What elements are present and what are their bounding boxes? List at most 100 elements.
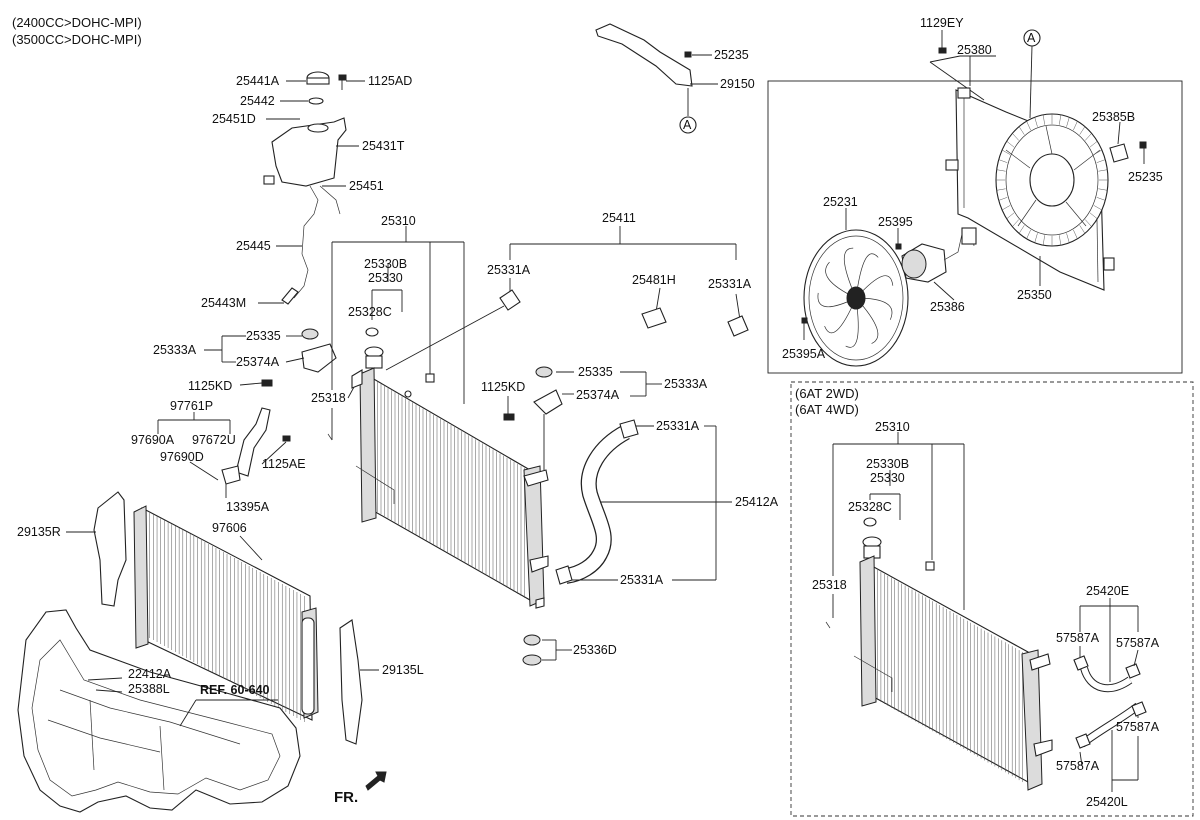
clamp-57587a-2	[1125, 663, 1141, 679]
label-25310-main: 25310	[381, 214, 416, 228]
6at-variant-box: (6AT 2WD) (6AT 4WD) 25310 25330B 25330 2…	[790, 381, 1194, 817]
lower-insulator-top	[523, 634, 541, 646]
label-97690A: 97690A	[131, 433, 175, 447]
label-25481H: 25481H	[632, 273, 676, 287]
lower-insulator-bottom	[522, 654, 542, 666]
condenser-bracket-foot	[221, 465, 241, 485]
box-radiator-fins	[877, 569, 1023, 783]
bolt-25235-top	[684, 51, 692, 58]
shroud-tooth	[1026, 121, 1031, 131]
hose-clamp-upper-right	[727, 315, 749, 337]
bolt-1125kd-left	[261, 379, 273, 387]
lower-hose-group: 25331A 25412A 25331A 25336D	[522, 419, 779, 666]
bracket-29150-drawing	[595, 23, 693, 87]
hose-clamp-upper-left	[499, 289, 521, 311]
fan-motor-face	[901, 249, 927, 279]
shroud-tooth	[1085, 133, 1092, 141]
shroud-tooth	[1059, 114, 1062, 125]
label-1129EY: 1129EY	[920, 16, 964, 30]
shroud-tooth	[1098, 169, 1108, 172]
label-25420L: 25420L	[1086, 795, 1128, 809]
left-mount-group: 25335 25333A 25374A 1125KD	[153, 328, 337, 393]
label-25318-box: 25318	[812, 578, 847, 592]
condenser-bracket-drawing	[235, 407, 271, 477]
label-25374A-left: 25374A	[236, 355, 280, 369]
shroud-tooth	[1073, 229, 1078, 239]
shroud-tooth	[1018, 126, 1025, 135]
shroud-tooth	[1026, 229, 1031, 239]
label-25235-top: 25235	[714, 48, 749, 62]
label-1125KD-left: 1125KD	[188, 379, 232, 393]
condenser-group: 97761P 97690A 97672U 97690D 1125AE 13395…	[17, 399, 424, 745]
shroud-tooth	[996, 188, 1006, 191]
label-25231: 25231	[823, 195, 858, 209]
shroud-tooth	[998, 159, 1008, 163]
reservoir-cap-body	[306, 77, 330, 85]
fan-connector-25385b	[1109, 143, 1129, 163]
bolt-1125ae	[282, 435, 291, 442]
air-guard-left	[339, 619, 363, 745]
label-25331A-lower-bottom: 25331A	[620, 573, 664, 587]
label-97606: 97606	[212, 521, 247, 535]
shroud-tooth	[1093, 205, 1103, 211]
box-radiator-left-tank	[859, 555, 877, 707]
label-29150: 29150	[720, 77, 755, 91]
label-25335-left: 25335	[246, 329, 281, 343]
label-25443M: 25443M	[201, 296, 246, 310]
transmission-variant-line-2: (6AT 4WD)	[795, 402, 859, 417]
shroud-tooth	[1079, 225, 1086, 234]
air-guard-right	[93, 491, 127, 607]
clamp-57587a-1	[1073, 655, 1089, 671]
label-25318-main: 25318	[311, 391, 346, 405]
label-22412A: 22412A	[128, 667, 172, 681]
shroud-tooth	[1006, 141, 1015, 148]
label-29135L: 29135L	[382, 663, 424, 677]
front-end-carrier: 22412A 25388L REF. 60-640	[17, 609, 301, 813]
shroud-tooth	[1079, 126, 1086, 135]
label-25442: 25442	[240, 94, 275, 108]
label-97690D: 97690D	[160, 450, 204, 464]
label-25310-box: 25310	[875, 420, 910, 434]
label-25451D: 25451D	[212, 112, 256, 126]
label-29135R: 29135R	[17, 525, 61, 539]
transmission-variant-line-1: (6AT 2WD)	[795, 386, 859, 401]
label-25331A-upper-left: 25331A	[487, 263, 531, 277]
fan-assembly-box: 1129EY 25380 A 25385B 25235 25231	[767, 16, 1183, 374]
engine-variant-line-2: (3500CC>DOHC-MPI)	[12, 32, 142, 47]
shroud-tooth	[1089, 212, 1098, 219]
label-97761P: 97761P	[170, 399, 213, 413]
front-direction-indicator: FR.	[334, 771, 387, 806]
label-97672U: 97672U	[192, 433, 236, 447]
cap-seal-drawing	[308, 97, 324, 105]
label-25330-box: 25330	[870, 471, 905, 485]
shroud-tooth	[1001, 205, 1011, 211]
shroud-tooth	[1034, 233, 1038, 243]
label-57587A-2: 57587A	[1116, 636, 1160, 650]
label-25330-main: 25330	[368, 271, 403, 285]
shroud-tooth	[1096, 197, 1106, 201]
shroud-tooth	[998, 197, 1008, 201]
radiator-left-tank	[359, 367, 377, 523]
shroud-motor-mount	[1029, 153, 1075, 207]
label-57587A-3: 57587A	[1116, 720, 1160, 734]
label-25333A-left: 25333A	[153, 343, 197, 357]
hose-clamp-lower-top	[619, 419, 639, 439]
engine-variant-line-1: (2400CC>DOHC-MPI)	[12, 15, 142, 30]
label-25350: 25350	[1017, 288, 1052, 302]
shroud-tooth	[1096, 159, 1106, 163]
top-bracket-group: A 25235 29150	[595, 23, 755, 134]
shroud-tooth	[1066, 117, 1070, 127]
shroud-tooth	[1042, 114, 1045, 125]
bolt-1125ad-head	[338, 74, 347, 81]
ref-label: REF. 60-640	[200, 683, 270, 697]
box-radiator-cap-seal	[863, 517, 877, 527]
shroud-tooth	[1018, 225, 1025, 234]
label-57587A-4: 57587A	[1056, 759, 1100, 773]
bolt-1125kd-right	[503, 413, 515, 421]
shroud-ring-teeth	[996, 114, 1108, 246]
right-mount-group: 25335 25333A 25374A 1125KD	[481, 365, 708, 470]
label-25411: 25411	[602, 211, 636, 225]
shroud-tooth	[1059, 235, 1062, 246]
fr-label: FR.	[334, 789, 358, 806]
label-25420E: 25420E	[1086, 584, 1129, 598]
